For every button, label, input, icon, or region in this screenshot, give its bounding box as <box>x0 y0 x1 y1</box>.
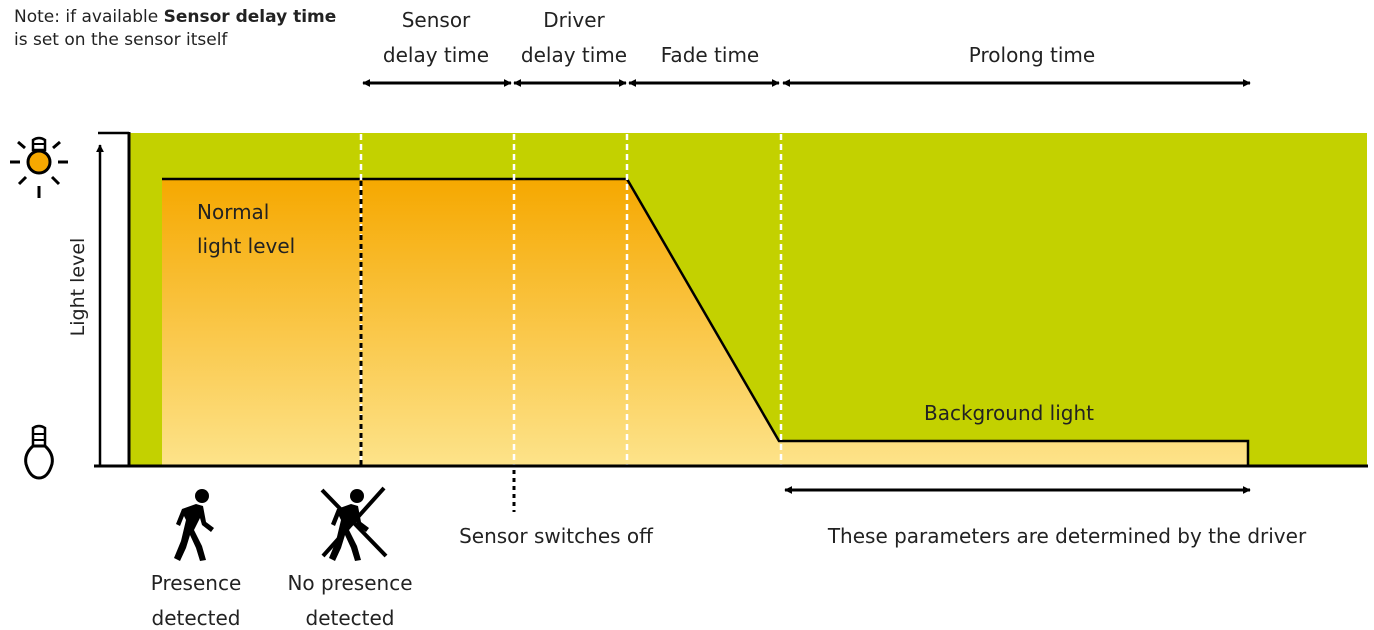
light-bulb-off-icon <box>24 424 54 480</box>
presence-label-line1: Presence <box>151 571 242 595</box>
fade-time-label: Fade time <box>661 43 759 67</box>
crossed-out-walking-person-icon <box>320 486 388 561</box>
no-presence-label-line1: No presence <box>287 571 412 595</box>
note-bold-text: Sensor delay time <box>163 7 337 27</box>
sensor-note: Note: if available Sensor delay time is … <box>14 6 336 52</box>
driver-delay-label-line1: Driver <box>543 8 605 32</box>
note-line-2: is set on the sensor itself <box>14 30 228 50</box>
presence-label-line2: detected <box>152 606 241 630</box>
sensor-switches-off-label: Sensor switches off <box>459 524 654 548</box>
y-axis-label: Light level <box>67 238 89 337</box>
background-light-label: Background light <box>924 401 1094 425</box>
prolong-time-label: Prolong time <box>969 43 1095 67</box>
normal-light-label-line2: light level <box>197 234 295 258</box>
y-axis-strip <box>96 133 129 467</box>
note-prefix: Note: if available <box>14 7 164 27</box>
driver-params-label: These parameters are determined by the d… <box>827 524 1307 548</box>
light-bulb-on-icon <box>10 136 68 198</box>
normal-light-label-line1: Normal <box>197 200 269 224</box>
light-level-curve <box>162 177 1250 466</box>
sensor-delay-label-line1: Sensor <box>402 8 471 32</box>
no-presence-label-line2: detected <box>306 606 395 630</box>
sensor-delay-label-line2: delay time <box>383 43 489 67</box>
walking-person-icon <box>174 489 214 561</box>
light-level-area <box>162 179 1248 466</box>
driver-delay-label-line2: delay time <box>521 43 627 67</box>
